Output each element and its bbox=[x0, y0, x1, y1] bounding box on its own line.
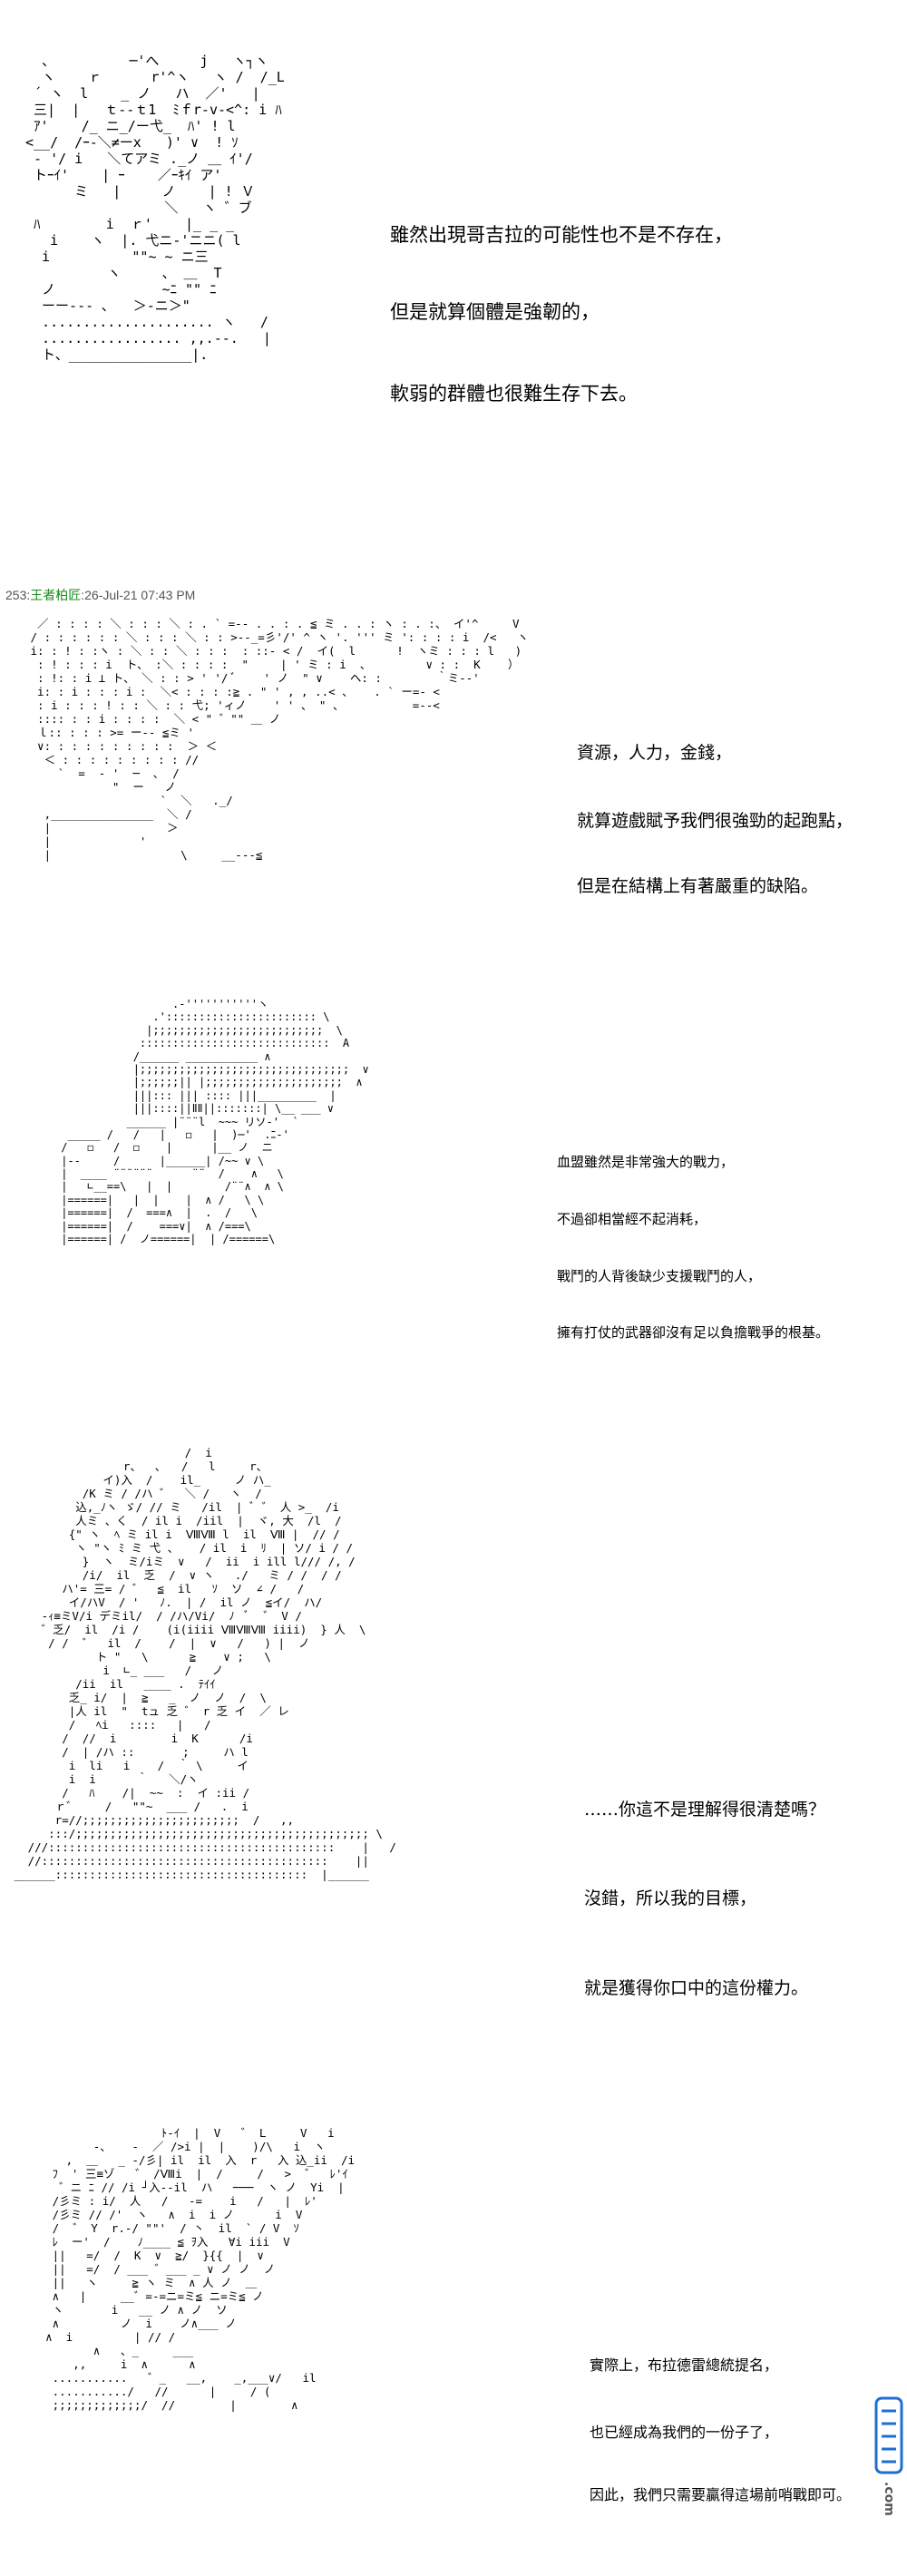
panel-4: / i r、 ､ / l r、 イ)入 / il_ ノ ハ_ /K ミ / /ハ… bbox=[0, 1442, 907, 2132]
ascii-art-panel-5: ﾄ-ｲ | V ゛ L V i -、 ‐ ／ />i | | )/\ i ヽ ,… bbox=[45, 2126, 356, 2412]
dialogue-line: 實際上，布拉德雷總統提名， bbox=[590, 2356, 779, 2374]
ascii-art-panel-4: / i r、 ､ / l r、 イ)入 / il_ ノ ハ_ /K ミ / /ハ… bbox=[14, 1446, 396, 1881]
panel-3: .-'''''''''''ヽ .':::::::::::::::::::::::… bbox=[0, 989, 907, 1442]
ascii-art-panel-2: ／ : : : : ＼ : : : ＼ : . ` =-- . . : . ≦ … bbox=[30, 617, 529, 862]
panel-1: 、 ─'へ j ヽ┐ヽ ヽ ｒ r'^ヽ ヽ / /_L ´ ヽ l _ ノ ハ… bbox=[0, 0, 907, 581]
ascii-art-panel-1: 、 ─'へ j ヽ┐ヽ ヽ ｒ r'^ヽ ヽ / /_L ´ ヽ l _ ノ ハ… bbox=[25, 53, 285, 363]
dialogue-line: 軟弱的群體也很難生存下去。 bbox=[390, 383, 638, 405]
dialogue-line: 血盟雖然是非常強大的戰力， bbox=[557, 1154, 735, 1170]
dialogue-line: 就是獲得你口中的這份權力。 bbox=[584, 1978, 809, 1998]
dialogue-line: 擁有打仗的武器卻沒有足以負擔戰爭的根基。 bbox=[557, 1324, 830, 1341]
dialogue-line: 戰鬥的人背後缺少支援戰鬥的人， bbox=[557, 1268, 762, 1284]
panel-2: ／ : : : : ＼ : : : ＼ : . ` =-- . . : . ≦ … bbox=[0, 608, 907, 971]
dialogue-line: 雖然出現哥吉拉的可能性也不是不存在， bbox=[390, 224, 733, 246]
dialogue-line: 沒錯，所以我的目標， bbox=[584, 1888, 757, 1908]
dialogue-line: 就算遊戲賦予我們很強勁的起跑點， bbox=[577, 811, 853, 831]
dialogue-line: 但是在結構上有著嚴重的缺陷。 bbox=[577, 876, 819, 896]
dialogue-line: 資源，人力，金錢， bbox=[577, 743, 733, 763]
ascii-art-panel-3: .-'''''''''''ヽ .':::::::::::::::::::::::… bbox=[61, 998, 369, 1246]
site-watermark: .com bbox=[873, 2395, 905, 2567]
dialogue-line: 不過卻相當經不起消耗， bbox=[557, 1211, 707, 1227]
dialogue-line: 因此，我們只需要贏得這場前哨戰即可。 bbox=[590, 2486, 852, 2503]
post-header: 253:王者柏匠:26-Jul-21 07:43 PM bbox=[5, 586, 195, 604]
watermark-logo bbox=[873, 2395, 905, 2476]
panel-5: ﾄ-ｲ | V ゛ L V i -、 ‐ ／ />i | | )/\ i ヽ ,… bbox=[0, 2122, 907, 2576]
dialogue-line: ……你這不是理解得很清楚嗎？ bbox=[584, 1800, 826, 1820]
watermark-site: .com bbox=[882, 2482, 896, 2516]
dmzj-logo-icon bbox=[874, 2396, 903, 2474]
post-number: 253: bbox=[5, 588, 31, 602]
poster-name[interactable]: 王者柏匠 bbox=[30, 588, 82, 602]
dialogue-line: 但是就算個體是強韌的， bbox=[390, 301, 600, 323]
post-date: :26-Jul-21 07:43 PM bbox=[81, 588, 196, 602]
dialogue-line: 也已經成為我們的一份子了， bbox=[590, 2424, 779, 2441]
